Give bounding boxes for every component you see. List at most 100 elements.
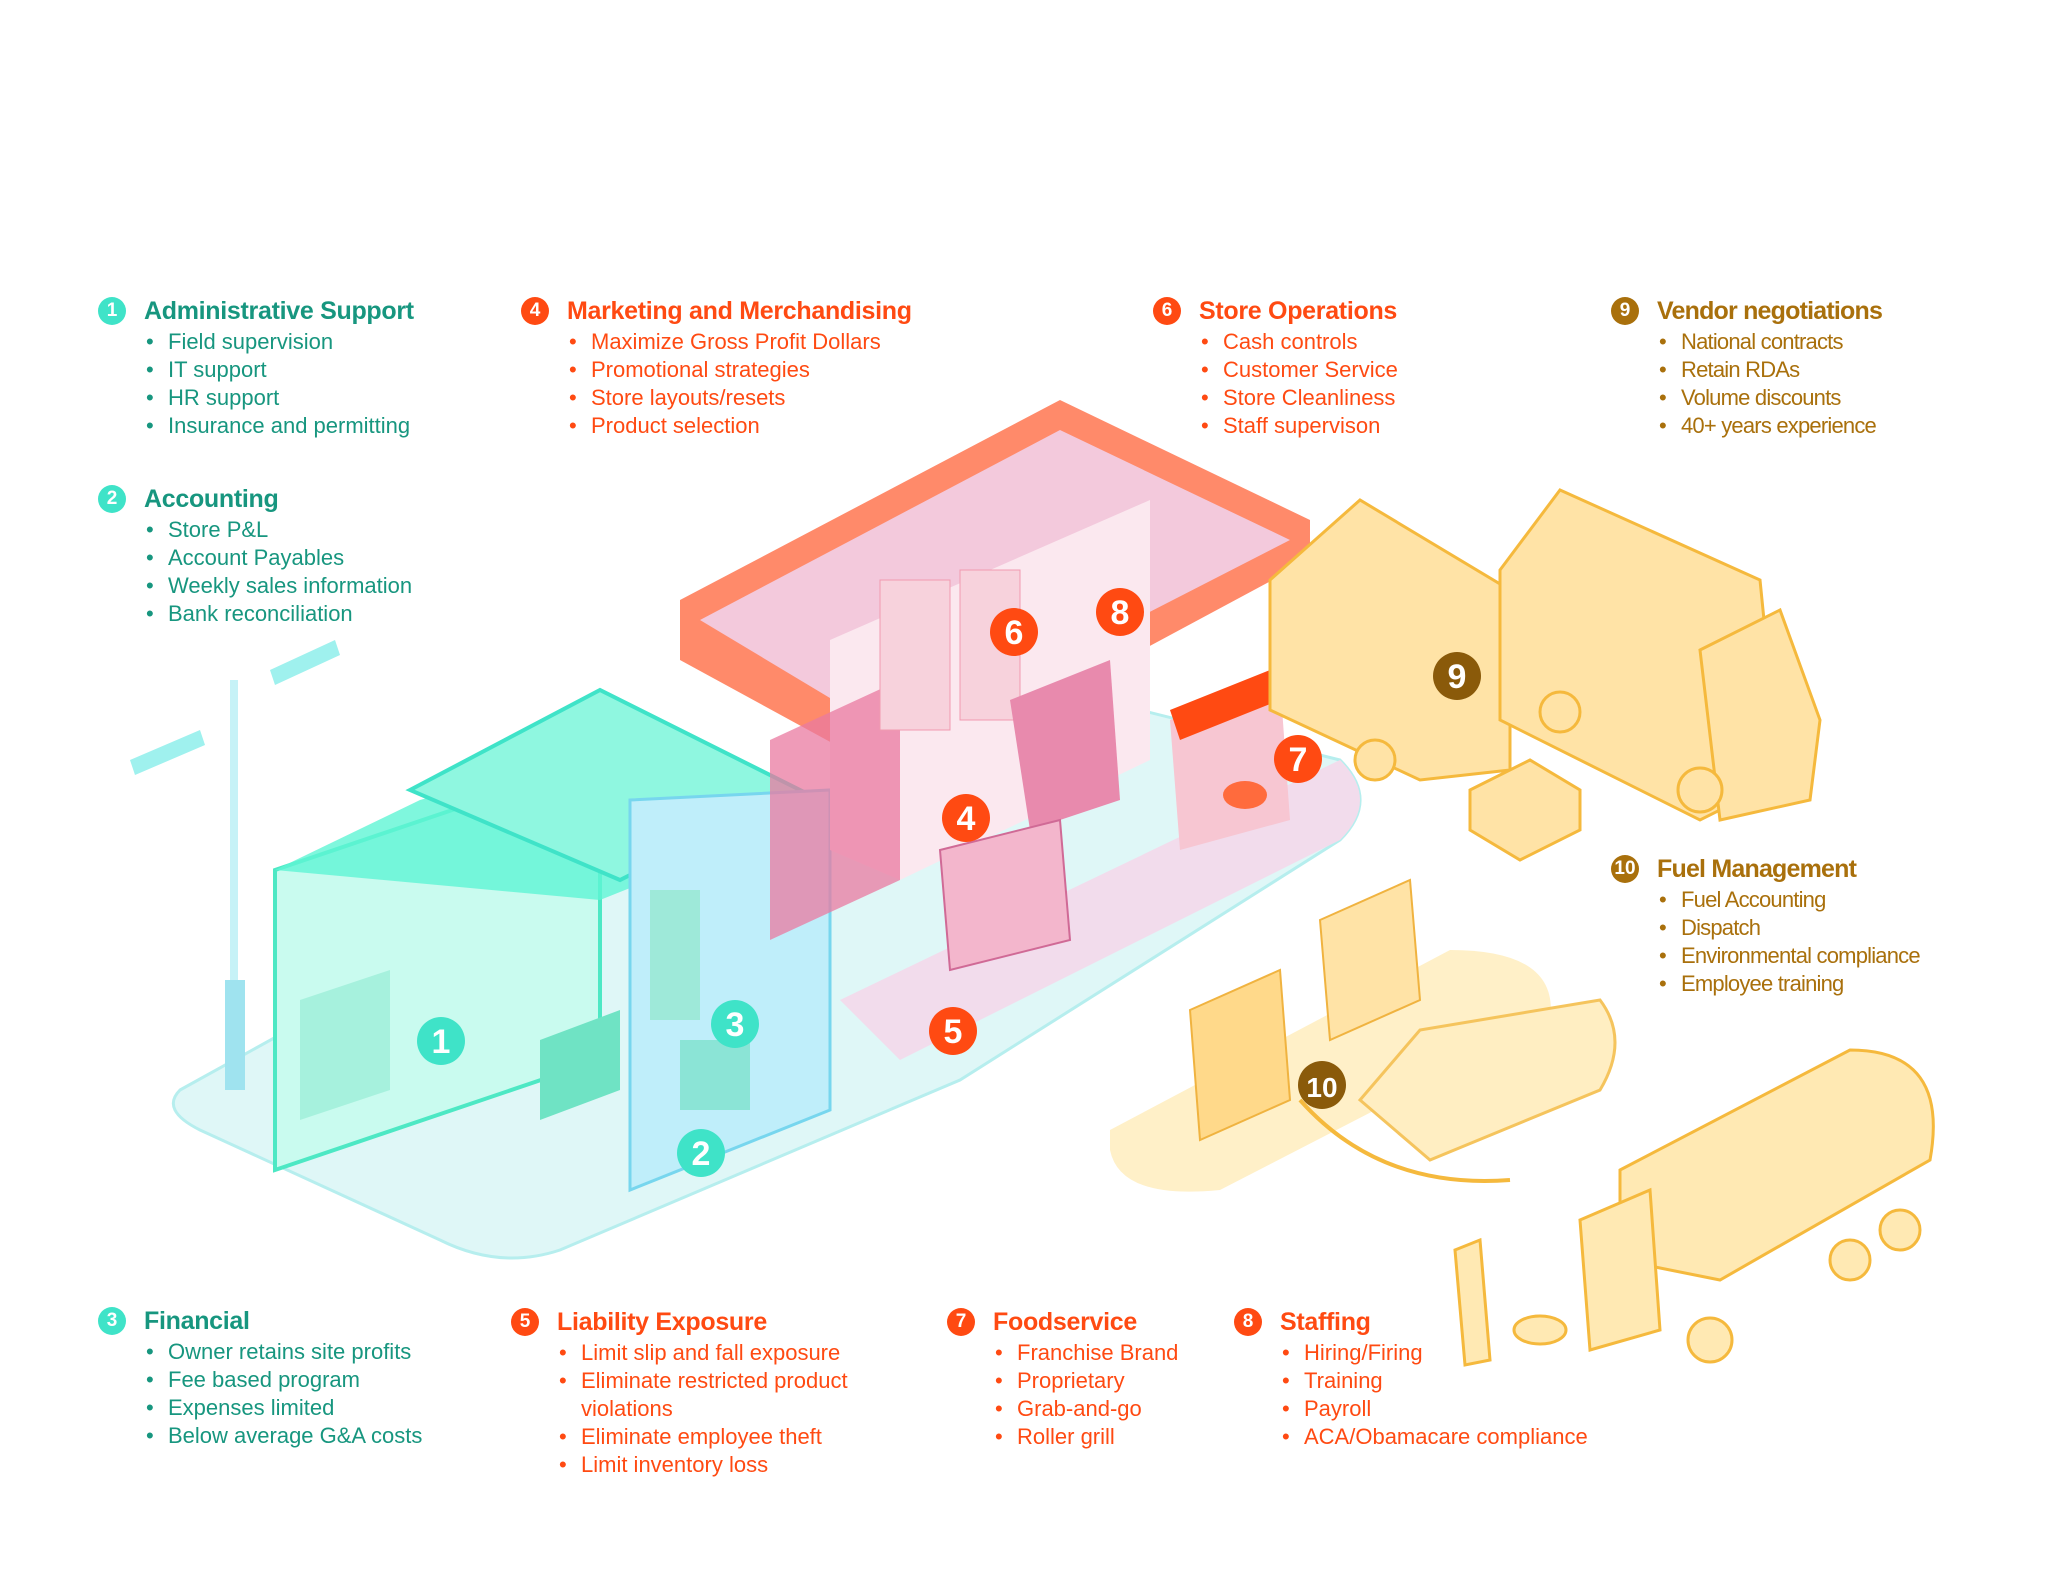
section-items: Franchise BrandProprietaryGrab-and-goRol… bbox=[993, 1339, 1178, 1451]
marker-5: 5 bbox=[929, 1007, 977, 1055]
svg-text:7: 7 bbox=[1289, 741, 1308, 779]
list-item: Eliminate employee theft bbox=[557, 1423, 848, 1451]
list-item: Grab-and-go bbox=[993, 1395, 1178, 1423]
section-vendor-negotiations: 9 Vendor negotiationsNational contractsRe… bbox=[1611, 296, 1883, 440]
svg-text:10: 10 bbox=[1306, 1072, 1337, 1103]
list-item: Environmental compliance bbox=[1657, 942, 1921, 970]
fuel-tanker-truck bbox=[1453, 1048, 1935, 1367]
list-item: Store Cleanliness bbox=[1199, 384, 1398, 412]
svg-text:9: 9 bbox=[1448, 658, 1467, 696]
list-item: Retain RDAs bbox=[1657, 356, 1882, 384]
number-badge: 10 bbox=[1611, 855, 1639, 883]
list-item: Franchise Brand bbox=[993, 1339, 1178, 1367]
section-items: Cash controlsCustomer ServiceStore Clean… bbox=[1199, 328, 1398, 440]
store-building bbox=[680, 400, 1310, 972]
list-item: Roller grill bbox=[993, 1423, 1178, 1451]
list-item: 40+ years experience bbox=[1657, 412, 1882, 440]
number-badge: 6 bbox=[1153, 297, 1181, 325]
list-item: Store P&L bbox=[144, 516, 412, 544]
section-title: Marketing and Merchandising bbox=[567, 296, 912, 325]
section-items: Hiring/FiringTrainingPayrollACA/Obamacar… bbox=[1280, 1339, 1588, 1451]
list-item: Account Payables bbox=[144, 544, 412, 572]
number-badge: 4 bbox=[521, 297, 549, 325]
section-items: National contractsRetain RDAsVolume disc… bbox=[1657, 328, 1882, 440]
section-accounting: 2 AccountingStore P&LAccount PayablesWeek… bbox=[98, 484, 412, 628]
svg-text:5: 5 bbox=[944, 1013, 963, 1051]
svg-text:8: 8 bbox=[1111, 594, 1130, 632]
list-item: Eliminate restricted product bbox=[557, 1367, 848, 1395]
list-item: Maximize Gross Profit Dollars bbox=[567, 328, 912, 356]
list-item: Hiring/Firing bbox=[1280, 1339, 1588, 1367]
marker-9: 9 bbox=[1433, 652, 1481, 700]
list-item: Staff supervison bbox=[1199, 412, 1398, 440]
section-title: Accounting bbox=[144, 484, 279, 513]
marker-6: 6 bbox=[990, 608, 1038, 656]
marker-8: 8 bbox=[1096, 588, 1144, 636]
section-title: Vendor negotiations bbox=[1657, 296, 1883, 325]
list-item: Payroll bbox=[1280, 1395, 1588, 1423]
admin-office-building bbox=[273, 687, 832, 1193]
svg-text:6: 6 bbox=[1005, 614, 1024, 652]
list-item: Expenses limited bbox=[144, 1394, 422, 1422]
list-item: Training bbox=[1280, 1367, 1588, 1395]
marker-7: 7 bbox=[1274, 735, 1322, 783]
section-items: Maximize Gross Profit DollarsPromotional… bbox=[567, 328, 912, 440]
section-title: Administrative Support bbox=[144, 296, 414, 325]
number-badge: 8 bbox=[1234, 1308, 1262, 1336]
svg-text:3: 3 bbox=[726, 1006, 745, 1044]
list-item: Dispatch bbox=[1657, 914, 1920, 942]
number-badge: 5 bbox=[511, 1308, 539, 1336]
section-store-operations: 6 Store OperationsCash controlsCustomer S… bbox=[1153, 296, 1398, 440]
section-financial: 3FinancialOwner retains site profitsFee … bbox=[98, 1306, 422, 1450]
list-item: Limit inventory loss bbox=[557, 1451, 848, 1479]
list-item: Bank reconciliation bbox=[144, 600, 412, 628]
list-item: Owner retains site profits bbox=[144, 1338, 422, 1366]
section-title: Fuel Management bbox=[1657, 854, 1857, 883]
section-title: Foodservice bbox=[993, 1307, 1137, 1336]
marker-4: 4 bbox=[942, 794, 990, 842]
list-item: National contracts bbox=[1657, 328, 1882, 356]
delivery-trucks bbox=[1268, 488, 1822, 862]
list-item: ACA/Obamacare compliance bbox=[1280, 1423, 1588, 1451]
marker-10: 10 bbox=[1298, 1061, 1346, 1109]
number-badge: 7 bbox=[947, 1308, 975, 1336]
section-items: Fuel AccountingDispatchEnvironmental com… bbox=[1657, 886, 1921, 998]
list-item: Field supervision bbox=[144, 328, 414, 356]
marker-3: 3 bbox=[711, 1000, 759, 1048]
street-lamp bbox=[130, 640, 340, 1090]
section-items: Limit slip and fall exposureEliminate re… bbox=[557, 1339, 848, 1479]
marker-2: 2 bbox=[677, 1129, 725, 1177]
list-item: Weekly sales information bbox=[144, 572, 412, 600]
section-items: Store P&LAccount PayablesWeekly sales in… bbox=[144, 516, 412, 628]
number-badge: 2 bbox=[98, 485, 126, 513]
svg-text:1: 1 bbox=[432, 1023, 451, 1061]
list-item: Limit slip and fall exposure bbox=[557, 1339, 848, 1367]
section-staffing: 8 StaffingHiring/FiringTrainingPayrollACA… bbox=[1234, 1307, 1588, 1451]
list-item: Employee training bbox=[1657, 970, 1920, 998]
section-title: Financial bbox=[144, 1306, 250, 1335]
section-foodservice: 7 FoodserviceFranchise BrandProprietaryGr… bbox=[947, 1307, 1178, 1451]
list-item: Below average G&A costs bbox=[144, 1422, 422, 1450]
section-items: Field supervisionIT supportHR supportIns… bbox=[144, 328, 414, 440]
list-item: Proprietary bbox=[993, 1367, 1178, 1395]
list-item: Customer Service bbox=[1199, 356, 1398, 384]
list-item: Volume discounts bbox=[1657, 384, 1882, 412]
list-item: Store layouts/resets bbox=[567, 384, 912, 412]
list-item: Insurance and permitting bbox=[144, 412, 414, 440]
section-title: Staffing bbox=[1280, 1307, 1371, 1336]
number-badge: 9 bbox=[1611, 297, 1639, 325]
list-item: IT support bbox=[144, 356, 414, 384]
marker-1: 1 bbox=[417, 1017, 465, 1065]
list-item: Promotional strategies bbox=[567, 356, 912, 384]
section-items: Owner retains site profitsFee based prog… bbox=[144, 1338, 422, 1450]
svg-text:4: 4 bbox=[957, 800, 976, 838]
svg-text:2: 2 bbox=[692, 1135, 711, 1173]
list-item: Cash controls bbox=[1199, 328, 1398, 356]
list-item: Fee based program bbox=[144, 1366, 422, 1394]
section-title: Store Operations bbox=[1199, 296, 1398, 325]
list-item: Product selection bbox=[567, 412, 912, 440]
section-marketing-merchandising: 4 Marketing and MerchandisingMaximize Gro… bbox=[521, 296, 912, 440]
